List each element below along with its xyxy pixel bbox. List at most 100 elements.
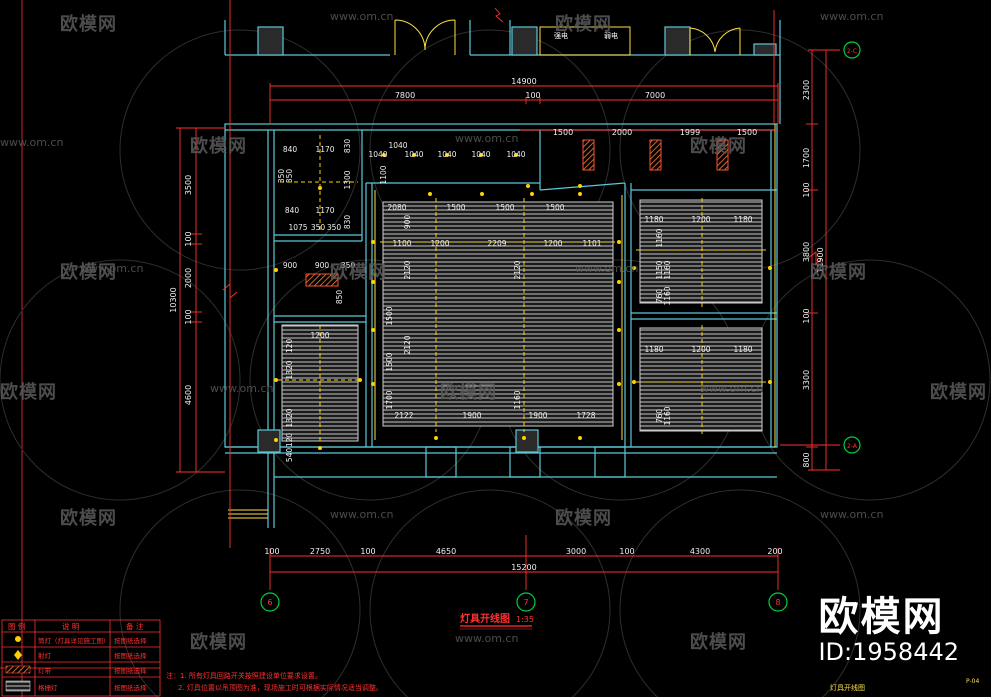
dim-bottom-h: 200	[767, 547, 782, 556]
dim-tl-6: 1170	[315, 206, 334, 215]
orange-fixtures	[305, 139, 729, 287]
dim-bottom-d: 4650	[436, 547, 456, 556]
dim-tl-4: 1300	[343, 170, 352, 189]
dim-top-3-b: 2000	[612, 128, 632, 137]
dim-left-d: 100	[184, 309, 193, 324]
axis-bubble-7	[516, 592, 536, 612]
dim-ct-1: 2080	[387, 203, 406, 212]
watermark-brand: 欧模网	[440, 382, 497, 403]
watermark-brand: 欧模网	[690, 136, 747, 157]
dim-cor-2: 1040	[404, 150, 423, 159]
downlight-dot	[318, 186, 322, 190]
dim-ct-2: 1500	[446, 203, 465, 212]
light-circuits	[278, 135, 768, 444]
dim-os-2: 900	[315, 261, 330, 270]
downlight-dot	[578, 192, 582, 196]
grille-panel-center	[382, 201, 614, 427]
dim-ct-4: 1500	[545, 203, 564, 212]
note-line-2: 2. 灯具位置以吊顶图为准，现场施工时可根据实际情况适当调整。	[178, 683, 383, 692]
downlight-dot	[768, 380, 772, 384]
axis-label-7: 7	[523, 598, 528, 607]
downlight-dot	[371, 328, 375, 332]
dim-bottom-c: 100	[360, 547, 375, 556]
watermark-url: www.om.cn	[330, 508, 394, 521]
dim-rt-1: 1180	[644, 215, 663, 224]
dim-tl-11: 350	[327, 223, 342, 232]
dim-right-d: 3800	[802, 242, 811, 262]
dim-cv-7: 1160	[513, 390, 522, 409]
dim-right-g: 800	[802, 452, 811, 467]
dim-top-3-a: 1500	[553, 128, 573, 137]
watermark-brand: 欧模网	[810, 262, 867, 283]
dim-cv-1: 2120	[403, 260, 412, 279]
dim-overall-right: 11900	[816, 247, 825, 272]
downlight-dot	[274, 268, 278, 272]
legend-header-desc: 说 明	[62, 621, 79, 631]
axis-bubble-2a	[843, 436, 861, 454]
dim-cb-1: 2122	[394, 411, 413, 420]
dim-ct-5: 900	[403, 215, 412, 230]
dim-right-e: 100	[802, 308, 811, 323]
watermark-url: www.om.cn	[0, 136, 64, 149]
dim-bottom-e: 3000	[566, 547, 586, 556]
dim-right-a: 2300	[802, 80, 811, 100]
legend-row-4-note: 按图纸选择	[114, 683, 147, 692]
axis-bubble-2c	[843, 41, 861, 59]
brand-id: ID:1958442	[818, 638, 959, 666]
door-label-left: 强电	[554, 31, 568, 40]
dim-rb-2: 1200	[691, 345, 710, 354]
dim-cr-4: 1200	[543, 239, 562, 248]
dim-cv-2: 1500	[385, 306, 394, 325]
downlight-dot	[617, 382, 621, 386]
dim-top-2-c: 7000	[645, 91, 665, 100]
watermark-url: www.om.cn	[210, 382, 274, 395]
axis-label-6: 6	[267, 598, 272, 607]
downlight-dot	[632, 266, 636, 270]
note-line-1: 注：1. 所有灯具回路开关按照建设单位要求设置。	[166, 671, 322, 680]
walls	[224, 20, 781, 528]
downlight-dot	[434, 436, 438, 440]
door-label-right: 弱电	[604, 31, 618, 40]
downlight-dot	[445, 153, 449, 157]
legend-header-note: 备 注	[126, 621, 144, 631]
legend-table: 图 例 说 明 备 注 筒灯（灯具详见施工图） 按图纸选择 射灯 按图纸选择 灯…	[1, 619, 161, 697]
dim-overall-left: 10300	[169, 287, 178, 312]
legend-row-2-desc: 射灯	[38, 651, 52, 660]
brand-logo: 欧模网	[818, 594, 945, 640]
doors	[228, 19, 776, 519]
dim-right-b: 1700	[802, 148, 811, 168]
grille-panel-right-bottom	[639, 327, 763, 432]
dim-cv-3: 2120	[403, 335, 412, 354]
dim-lb-1: 1200	[310, 331, 329, 340]
legend-row-1-note: 按图纸选择	[114, 636, 147, 645]
dim-cr-5: 1101	[582, 239, 601, 248]
dimension-lines	[176, 0, 840, 590]
legend-spotlight-icon	[14, 650, 22, 660]
grille-panels	[281, 199, 763, 442]
sheet-code: P-04	[966, 678, 979, 685]
watermark-url: www.om.cn	[330, 10, 394, 23]
downlight-dot	[412, 153, 416, 157]
dim-tl-2: 1170	[315, 145, 334, 154]
watermark-brand: 欧模网	[930, 382, 987, 403]
dim-cb-3: 1900	[528, 411, 547, 420]
downlight-dot	[428, 192, 432, 196]
watermark-url: www.om.cn	[820, 508, 884, 521]
dim-cr-3: 2209	[487, 239, 506, 248]
dim-tl-7: 350	[277, 169, 286, 184]
downlight-dot	[371, 382, 375, 386]
dim-tl-12: 830	[343, 215, 352, 230]
axis-bubble-8	[768, 592, 788, 612]
dim-top-3-d: 1500	[737, 128, 757, 137]
watermark-url: www.om.cn	[700, 382, 764, 395]
dim-cor-4: 1040	[471, 150, 490, 159]
dim-bottom-b: 2750	[310, 547, 330, 556]
axis-label-8: 8	[775, 598, 780, 607]
watermark-brand: 欧模网	[190, 136, 247, 157]
downlight-dot	[371, 240, 375, 244]
legend-header-symbol: 图 例	[8, 621, 25, 631]
downlight-dot	[578, 436, 582, 440]
downlight-dot	[274, 378, 278, 382]
drawing-scale: 1:35	[516, 615, 534, 624]
